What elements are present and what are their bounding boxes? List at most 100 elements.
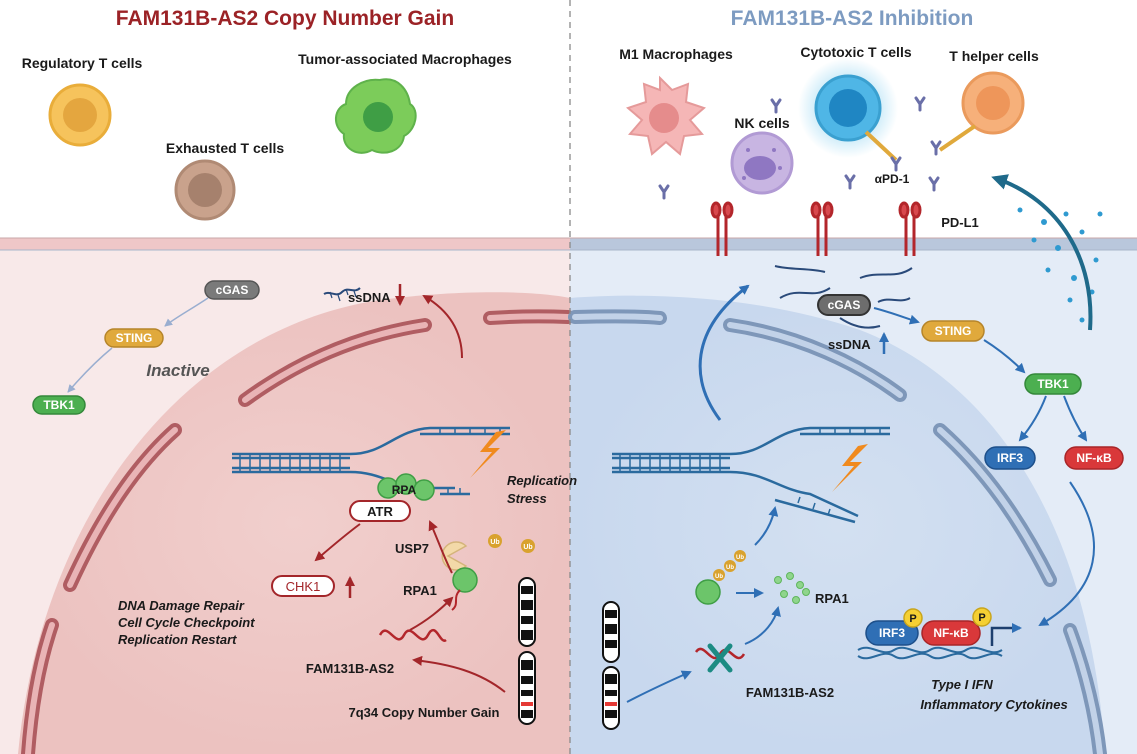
tbk1-irf3-arrow	[1018, 395, 1047, 442]
th-pd1-receptor	[938, 124, 977, 152]
svg-text:Ub: Ub	[523, 544, 532, 551]
atr-pill	[349, 500, 411, 522]
svg-text:P: P	[978, 612, 985, 624]
right-tbk1-label: TBK1	[1037, 377, 1069, 391]
degraded-rpa1-fragments	[774, 572, 810, 604]
nuclear-irf3-label: IRF3	[879, 626, 905, 640]
left-tbk1-label: TBK1	[43, 398, 75, 412]
chk1-label: CHK1	[286, 579, 321, 594]
outcome-checkpoint: Cell Cycle Checkpoint	[118, 615, 255, 630]
nfkb-phospho-icon	[972, 607, 992, 627]
lncrna-to-rpa1-arrow	[409, 596, 454, 631]
irf3-phospho-icon	[903, 608, 923, 628]
ub-to-fork-arrow	[754, 506, 779, 546]
transcription-start-arrow	[990, 623, 1022, 646]
right-cell-membrane	[570, 238, 1137, 250]
atr-label: ATR	[367, 504, 393, 519]
cgas-sting-arrow	[873, 307, 920, 325]
to-transcription-arrow	[1038, 481, 1095, 627]
right-tbk1-pill	[1024, 373, 1082, 395]
left-lncrna-label: FAM131B-AS2	[306, 661, 394, 676]
exhausted-label: Exhausted T cells	[166, 140, 284, 156]
svg-text:Ub: Ub	[490, 539, 499, 546]
outcome-type-i-ifn: Type I IFN	[931, 677, 993, 692]
right-lncrna-icon	[694, 647, 746, 660]
rpa-label: RPA	[392, 483, 417, 497]
replication-stress-line1: Replication	[507, 473, 577, 488]
secreted-cytokines	[1017, 207, 1103, 323]
exhausted-t-cell	[174, 159, 236, 221]
antibody-icons	[658, 96, 942, 200]
nuclear-nfkb-pill	[921, 620, 981, 646]
dna-promoter	[857, 646, 1003, 660]
tam-label: Tumor-associated Macrophages	[298, 51, 512, 67]
ssdna-export-arrow	[698, 284, 750, 421]
right-sting-pill	[921, 320, 985, 342]
svg-text:Ub: Ub	[715, 574, 723, 580]
m1-macrophage	[626, 75, 706, 156]
t-helper-cell	[961, 71, 1025, 135]
left-sting-pill	[104, 328, 164, 348]
right-ssdna-fragments	[774, 265, 913, 329]
right-cgas-pill	[817, 294, 871, 316]
outcome-restart: Replication Restart	[118, 632, 237, 647]
inactive-label: Inactive	[146, 361, 209, 380]
right-replication-fork	[612, 426, 890, 524]
nk-cell	[730, 131, 794, 195]
ub-rpa1-icon	[695, 579, 721, 605]
inhibition-x-icon	[707, 643, 733, 673]
left-sting-label: STING	[116, 331, 153, 345]
tbk1-nfkb-arrow	[1063, 395, 1088, 442]
treg-label: Regulatory T cells	[22, 55, 143, 71]
svg-text:Ub: Ub	[736, 555, 744, 561]
th-label: T helper cells	[949, 48, 1039, 64]
left-ub-1	[488, 534, 502, 548]
irf3-pill	[984, 446, 1036, 470]
locus-label: 7q34 Copy Number Gain	[349, 705, 500, 720]
left-rpa-complex	[377, 473, 435, 501]
apd1-label: αPD-1	[875, 172, 910, 186]
right-lncrna-label: FAM131B-AS2	[746, 685, 834, 700]
sting-tbk1-arrow	[983, 339, 1026, 374]
svg-text:P: P	[909, 613, 916, 625]
outcome-dna-repair: DNA Damage Repair	[118, 598, 245, 613]
right-panel-title: FAM131B-AS2 Inhibition	[731, 7, 974, 30]
nfkb-label: NF-κB	[1076, 451, 1112, 465]
left-ssdna-label: ssDNA	[348, 290, 391, 305]
replication-stress-line2: Stress	[507, 491, 547, 506]
chk1-pill	[271, 575, 335, 597]
left-ssdna-release-arrow	[422, 294, 463, 359]
cytotoxic-t-cell	[814, 74, 882, 142]
atr-chk1-arrow	[314, 523, 361, 562]
right-ub-chain	[713, 550, 746, 581]
left-lncrna-icon	[378, 628, 447, 642]
left-cell-membrane	[0, 238, 570, 250]
pdl1-label: PD-L1	[941, 215, 979, 230]
extracellular-space	[0, 0, 1137, 240]
usp7-label: USP7	[395, 541, 429, 556]
regulatory-t-cell	[48, 83, 112, 147]
pdl1-receptors	[710, 201, 922, 256]
locus-to-lncrna-arrow	[412, 655, 506, 693]
svg-text:Ub: Ub	[726, 565, 734, 571]
left-sting-tbk1-arrow	[67, 347, 113, 393]
tumor-associated-macrophage	[335, 78, 417, 154]
nk-label: NK cells	[734, 115, 789, 131]
right-rpa1-label: RPA1	[815, 591, 849, 606]
right-chromosome-icon	[602, 601, 620, 730]
ctl-label: Cytotoxic T cells	[800, 44, 911, 60]
left-chromosome-icon	[518, 577, 536, 725]
nuclear-irf3-pill	[865, 620, 919, 646]
rpa1-to-fork-arrow	[428, 520, 453, 574]
left-ssdna-strand	[323, 287, 361, 296]
left-envelope-highlight	[25, 313, 571, 754]
left-ub-2	[521, 539, 535, 553]
m1-label: M1 Macrophages	[619, 46, 733, 62]
left-rpa1-icon	[452, 567, 478, 593]
left-cgas-sting-arrow	[164, 297, 209, 327]
right-ssdna-label: ssDNA	[828, 337, 871, 352]
right-sting-label: STING	[935, 324, 972, 338]
left-panel-title: FAM131B-AS2 Copy Number Gain	[116, 7, 454, 30]
locus-to-lncrna-arrow-right	[626, 670, 692, 703]
